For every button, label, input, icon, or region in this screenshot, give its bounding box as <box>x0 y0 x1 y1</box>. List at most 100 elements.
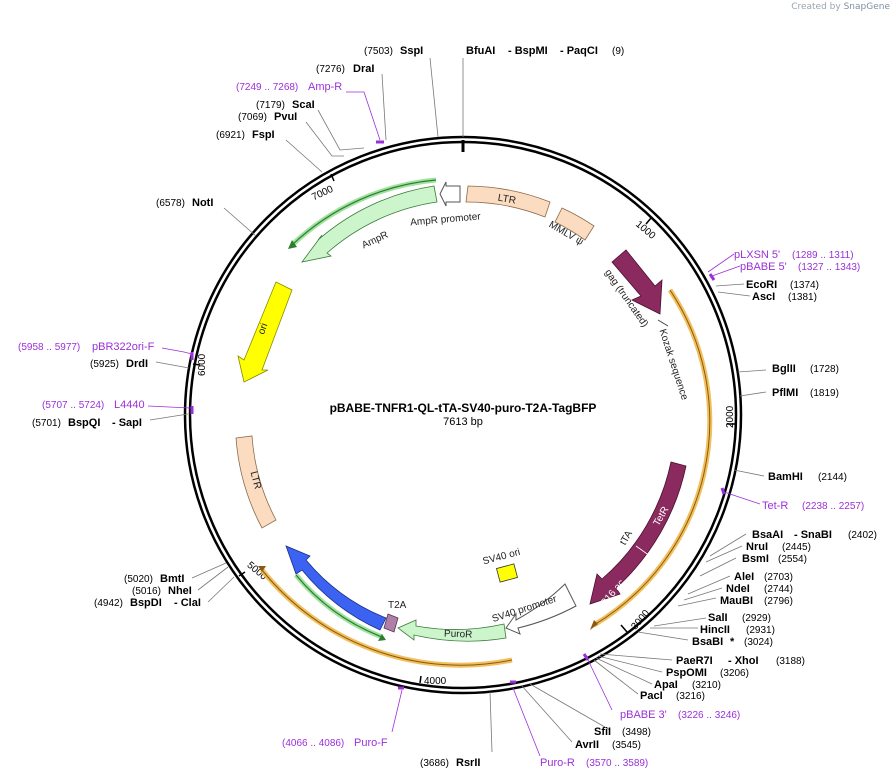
tick-6000 <box>192 363 201 366</box>
primer-tetr-name[interactable]: Tet-R <box>762 500 788 512</box>
site-alei-pos: (2703) <box>764 572 793 583</box>
site-nhei-pos: (5016) <box>132 586 161 597</box>
site-bamhi-name[interactable]: BamHI <box>768 471 803 483</box>
leader-pbr322 <box>161 347 193 355</box>
site-asci-name[interactable]: AscI <box>752 291 775 303</box>
tick-7000 <box>330 173 335 182</box>
site-bsaai-pos: (2402) <box>848 530 877 541</box>
feature-tetr-vp16[interactable] <box>589 461 687 605</box>
leader-pspomi <box>597 655 663 673</box>
site-hincii-name[interactable]: HincII <box>700 624 730 636</box>
feature-label-tta: tTA <box>618 529 635 548</box>
site-bspqi-name[interactable]: BspQI <box>68 417 100 429</box>
site-sapi-name[interactable]: - SapI <box>112 417 142 429</box>
leader-bspqi <box>149 413 189 421</box>
site-rsrii-pos: (3686) <box>420 758 449 769</box>
site-fspi-pos: (6921) <box>216 130 245 141</box>
feature-ampr[interactable] <box>301 185 438 263</box>
primer-ampr-name[interactable]: Amp-R <box>308 81 342 93</box>
site-scai-name[interactable]: ScaI <box>292 99 315 111</box>
feature-ltr-left[interactable] <box>235 435 277 529</box>
tick-label-2000: 2000 <box>725 405 736 428</box>
feature-ampr-promoter[interactable] <box>439 181 461 207</box>
site-alei-name[interactable]: AleI <box>734 571 754 583</box>
site-pspomi-pos: (3206) <box>720 668 749 679</box>
site-ndei-pos: (2744) <box>764 584 793 595</box>
site-paer7i-name[interactable]: PaeR7I <box>676 655 713 667</box>
feature-sv40-promoter[interactable] <box>505 583 577 635</box>
site-bglii-name[interactable]: BglII <box>772 363 796 375</box>
site-bsabi-pos: (3024) <box>744 637 773 648</box>
leader-ecori <box>715 283 745 287</box>
feature-ori[interactable] <box>237 281 293 383</box>
site-drdi-name[interactable]: DrdI <box>126 358 148 370</box>
site-drdi-pos: (5925) <box>90 359 119 370</box>
site-ecori-name[interactable]: EcoRI <box>746 279 777 291</box>
feature-tagbfp[interactable] <box>285 545 387 631</box>
leader-paer7i <box>599 653 673 661</box>
primer-puror-name[interactable]: Puro-R <box>540 757 575 769</box>
site-apai-pos: (3210) <box>692 680 721 691</box>
leader-bsaai <box>709 533 747 557</box>
site-noti-name[interactable]: NotI <box>192 197 213 209</box>
site-bsmi-name[interactable]: BsmI <box>742 553 769 565</box>
feature-sv40-ori[interactable] <box>496 563 518 583</box>
site-pspomi-name[interactable]: PspOMI <box>666 667 707 679</box>
site-clai-name[interactable]: - ClaI <box>174 597 201 609</box>
site-paqci-name[interactable]: - PaqCI <box>560 45 598 57</box>
site-apai-name[interactable]: ApaI <box>654 679 678 691</box>
brand-credit: Created by SnapGene <box>791 2 890 12</box>
site-nrui-name[interactable]: NruI <box>746 541 768 553</box>
feature-mmlv-psi[interactable] <box>554 207 595 241</box>
feature-ltr-top[interactable] <box>465 185 551 218</box>
site-fspi-name[interactable]: FspI <box>252 129 275 141</box>
site-rsrii-name[interactable]: RsrII <box>456 757 480 769</box>
tick-4000 <box>419 675 422 684</box>
site-sali-name[interactable]: SalI <box>708 612 728 624</box>
primer-pbr322-name[interactable]: pBR322ori-F <box>92 341 155 353</box>
primer-plxsn5-name[interactable]: pLXSN 5' <box>734 249 780 261</box>
leader-alei <box>687 575 731 595</box>
primer-purof-name[interactable]: Puro-F <box>354 737 388 749</box>
site-sspi-name[interactable]: SspI <box>400 45 423 57</box>
site-paci-name[interactable]: PacI <box>640 690 663 702</box>
primer-plxsn5-pos: (1289 .. 1311) <box>792 250 854 261</box>
site-bsmi-pos: (2554) <box>778 554 807 565</box>
leader-fspi <box>285 139 323 173</box>
primer-pbabe5-name[interactable]: pBABE 5' <box>740 261 787 273</box>
site-xhoi-name[interactable]: - XhoI <box>728 655 759 667</box>
site-avrii-name[interactable]: AvrII <box>575 739 599 751</box>
feature-kozak-mark[interactable] <box>657 319 669 327</box>
site-nhei-name[interactable]: NheI <box>168 585 192 597</box>
feature-gag[interactable] <box>611 249 663 315</box>
site-pvui-pos: (7069) <box>238 112 267 123</box>
site-drai-name[interactable]: DraI <box>353 63 374 75</box>
site-bfuai-name[interactable]: BfuAI <box>466 45 495 57</box>
site-drai-pos: (7276) <box>316 64 345 75</box>
site-bsabi-name[interactable]: BsaBI <box>692 636 723 648</box>
primer-pbr322-pos: (5958 .. 5977) <box>18 342 80 353</box>
site-bglii-pos: (1728) <box>810 364 839 375</box>
site-pvui-name[interactable]: PvuI <box>274 111 297 123</box>
site-bspmi-name[interactable]: - BspMI <box>508 45 548 57</box>
site-scai-pos: (7179) <box>256 100 285 111</box>
site-maubi-name[interactable]: MauBI <box>720 595 753 607</box>
primer-purof-pos: (4066 .. 4086) <box>282 738 344 749</box>
feature-t2a[interactable] <box>383 613 399 633</box>
site-pflmi-name[interactable]: PflMI <box>772 387 798 399</box>
feature-tetr-divider <box>635 545 651 557</box>
site-bmti-name[interactable]: BmtI <box>160 573 184 585</box>
site-sspi-pos: (7503) <box>364 46 393 57</box>
orf-tagbfp-line <box>295 574 383 638</box>
site-bspdi-name[interactable]: BspDI <box>130 597 162 609</box>
feature-puror[interactable] <box>397 619 507 642</box>
site-bsaai-name[interactable]: BsaAI <box>752 529 783 541</box>
site-ndei-name[interactable]: NdeI <box>726 583 750 595</box>
plasmid-title: pBABE-TNFR1-QL-tTA-SV40-puro-T2A-TagBFP <box>330 401 597 415</box>
primer-pbabe3-name[interactable]: pBABE 3' <box>620 709 667 721</box>
leader-pvui <box>305 121 344 157</box>
primer-l4440-name[interactable]: L4440 <box>114 399 145 411</box>
site-sfii-name[interactable]: SfiI <box>594 726 611 738</box>
site-snabi-name[interactable]: - SnaBI <box>794 529 832 541</box>
